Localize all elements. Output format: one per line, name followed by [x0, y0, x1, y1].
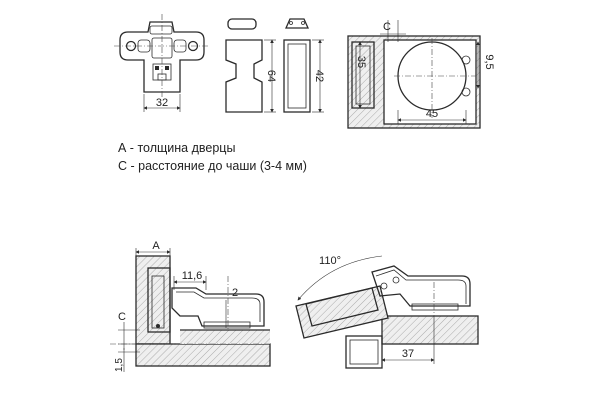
- block-side-view: 64: [225, 18, 277, 113]
- mounting-plate-front-view: 32: [114, 14, 210, 112]
- gap-label: 2: [232, 287, 238, 299]
- cup-boring-view: 35 C 9,5 45: [347, 20, 495, 129]
- legend-cup-distance: С - расстояние до чаши (3-4 мм): [118, 159, 307, 173]
- hinge-open-section: 110° 37: [295, 255, 479, 369]
- opening-angle-label: 110°: [319, 255, 341, 267]
- side-c-label: C: [118, 311, 126, 323]
- cup-diameter-label: 45: [426, 108, 438, 120]
- side-offset-label: 1,5: [114, 358, 125, 372]
- door-thickness-dim: A: [152, 240, 160, 252]
- hinge-closed-section: A 11,6 2 C 1,5: [110, 240, 271, 372]
- arm-offset-label: 11,6: [182, 270, 203, 282]
- plate-width-label: 32: [156, 97, 168, 109]
- cover-cap-view: 42: [283, 18, 325, 113]
- edge-offset-label: 9,5: [483, 54, 495, 69]
- cup-offset-label: C: [383, 21, 391, 33]
- legend-door-thickness: А - толщина дверцы: [118, 141, 235, 155]
- cap-height-label: 42: [313, 70, 325, 82]
- block-height-label: 64: [265, 70, 277, 82]
- mount-distance-label: 37: [402, 348, 414, 360]
- cup-depth-label: 35: [355, 56, 367, 68]
- legend: А - толщина дверцы С - расстояние до чаш…: [118, 141, 307, 173]
